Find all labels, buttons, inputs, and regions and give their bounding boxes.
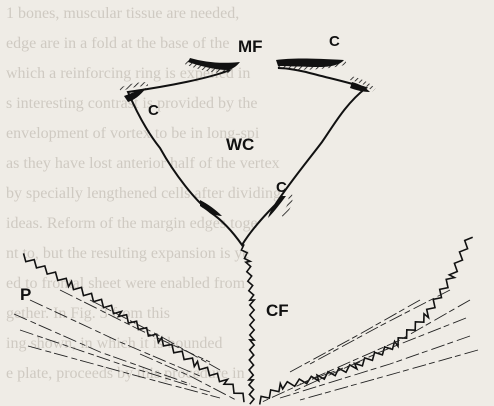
label-mf: MF	[238, 37, 263, 56]
fibre-streak	[300, 300, 470, 384]
label-c-left: C	[148, 102, 159, 119]
label-c-top-right: C	[329, 33, 340, 50]
fibre-streak	[140, 354, 236, 400]
right-wing-border	[260, 237, 473, 404]
fibre-streak	[280, 336, 470, 398]
label-p: P	[20, 285, 31, 304]
label-cf: CF	[266, 301, 289, 320]
fibre-streaks	[14, 290, 478, 402]
fibre-streak	[30, 300, 200, 376]
fibre-streak	[290, 300, 420, 372]
wound-chamber-outline	[128, 68, 366, 245]
left-wing-border	[24, 253, 245, 402]
label-wc: WC	[226, 135, 254, 154]
label-c-lower: C	[276, 179, 287, 196]
central-fold-line	[241, 244, 254, 404]
fibre-streak	[310, 290, 450, 364]
